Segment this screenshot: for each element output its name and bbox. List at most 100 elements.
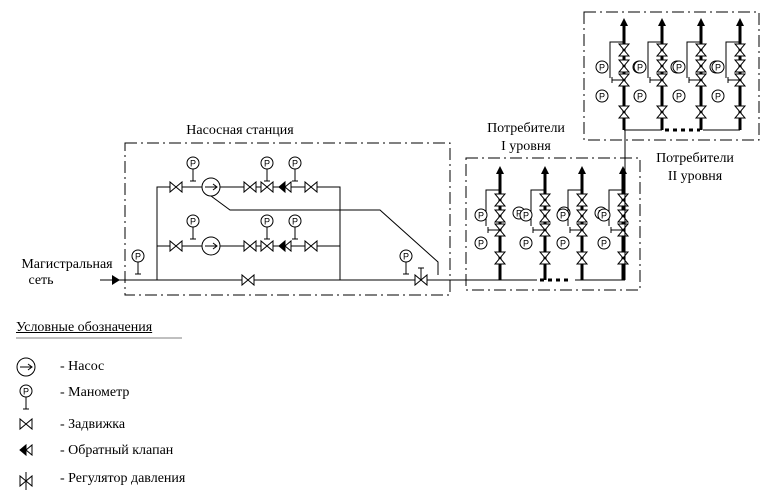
gate-valve-icon bbox=[655, 43, 669, 57]
svg-text:P: P bbox=[676, 63, 682, 73]
manometer-icon: P bbox=[260, 156, 274, 182]
pressure-regulator-icon bbox=[611, 73, 631, 87]
gate-valve-icon bbox=[241, 273, 255, 287]
svg-text:P: P bbox=[264, 159, 270, 169]
check-valve-icon bbox=[278, 180, 292, 194]
gate-valve-icon bbox=[260, 239, 274, 253]
gate-valve-icon bbox=[243, 180, 257, 194]
pressure-regulator-icon bbox=[569, 223, 589, 237]
consumers-level1-label-line2: I уровня bbox=[501, 139, 551, 154]
svg-text:P: P bbox=[715, 63, 721, 73]
consumers-level2-label-line1: Потребители bbox=[656, 151, 734, 166]
consumers-level1-label-line1: Потребители bbox=[487, 121, 565, 136]
svg-text:P: P bbox=[292, 217, 298, 227]
svg-text:P: P bbox=[715, 92, 721, 102]
check-valve-icon bbox=[19, 443, 33, 457]
manometer-icon: P bbox=[474, 236, 488, 250]
gate-valve-icon bbox=[575, 209, 589, 223]
gate-valve-icon bbox=[617, 43, 631, 57]
svg-text:P: P bbox=[478, 239, 484, 249]
flow-arrow-icon bbox=[658, 18, 666, 26]
manometer-icon: P bbox=[556, 236, 570, 250]
pipe bbox=[156, 186, 341, 280]
pump-icon bbox=[201, 177, 221, 197]
manometer-icon: P bbox=[186, 214, 200, 240]
gate-valve-icon bbox=[493, 209, 507, 223]
pressure-regulator-icon bbox=[649, 73, 669, 87]
gate-valve-icon bbox=[19, 417, 33, 431]
pump-icon bbox=[16, 357, 36, 377]
manometer-icon: P bbox=[711, 89, 725, 103]
manometer-icon: P bbox=[595, 89, 609, 103]
svg-text:P: P bbox=[190, 217, 196, 227]
gate-valve-icon bbox=[260, 180, 274, 194]
bypass-line bbox=[609, 41, 624, 78]
gate-valve-icon bbox=[616, 251, 630, 265]
gate-valve-icon bbox=[169, 239, 183, 253]
gate-valve-icon bbox=[304, 239, 318, 253]
flow-arrow-icon bbox=[541, 166, 549, 174]
svg-text:P: P bbox=[23, 387, 29, 397]
consumers-level2-boundary bbox=[583, 11, 760, 141]
svg-text:P: P bbox=[516, 209, 522, 219]
gate-valve-icon bbox=[655, 105, 669, 119]
manometer-icon: P bbox=[556, 208, 570, 222]
svg-text:P: P bbox=[190, 159, 196, 169]
gate-valve-icon bbox=[243, 239, 257, 253]
svg-text:P: P bbox=[403, 252, 409, 262]
gate-valve-icon bbox=[694, 105, 708, 119]
pump-icon bbox=[201, 236, 221, 256]
consumers-level2-label-line2: II уровня bbox=[667, 169, 723, 184]
gate-valve-icon bbox=[304, 180, 318, 194]
manometer-icon: P bbox=[519, 208, 533, 222]
pressure-regulator-icon bbox=[688, 73, 708, 87]
gate-valve-icon bbox=[694, 43, 708, 57]
manometer-icon: P bbox=[399, 249, 413, 275]
gate-valve-icon bbox=[538, 209, 552, 223]
svg-text:P: P bbox=[560, 211, 566, 221]
main-network-label-line2: сеть bbox=[28, 273, 54, 288]
gate-valve-icon bbox=[733, 59, 747, 73]
manometer-icon: P bbox=[519, 236, 533, 250]
legend-title: Условные обозначения bbox=[16, 320, 153, 335]
consumers-level1-boundary bbox=[465, 157, 641, 291]
manometer-icon: P bbox=[633, 60, 647, 74]
svg-text:P: P bbox=[637, 92, 643, 102]
manometer-icon: P bbox=[633, 89, 647, 103]
gate-valve-icon bbox=[575, 193, 589, 207]
svg-text:P: P bbox=[478, 211, 484, 221]
bypass-line bbox=[725, 41, 740, 78]
gate-valve-icon bbox=[493, 193, 507, 207]
gate-valve-icon bbox=[617, 59, 631, 73]
manometer-icon: P bbox=[672, 60, 686, 74]
gate-valve-icon bbox=[733, 43, 747, 57]
gate-valve-icon bbox=[616, 209, 630, 223]
gate-valve-icon bbox=[655, 59, 669, 73]
svg-text:P: P bbox=[599, 92, 605, 102]
manometer-icon: P bbox=[672, 89, 686, 103]
svg-text:P: P bbox=[601, 239, 607, 249]
main-network-label-line1: Магистральная bbox=[21, 257, 113, 272]
manometer-icon: P bbox=[595, 60, 609, 74]
manometer-icon: P bbox=[597, 208, 611, 222]
flow-arrow-icon bbox=[578, 166, 586, 174]
pressure-regulator-icon bbox=[532, 223, 552, 237]
manometer-icon: P bbox=[19, 384, 33, 410]
flow-arrow-icon bbox=[496, 166, 504, 174]
flow-arrow-icon bbox=[736, 18, 744, 26]
gate-valve-icon bbox=[616, 193, 630, 207]
legend-item-pump: - Насос bbox=[60, 359, 105, 374]
legend-item-gate-valve: - Задвижка bbox=[60, 417, 126, 432]
gate-valve-icon bbox=[538, 193, 552, 207]
pressure-regulator-icon bbox=[414, 267, 428, 287]
manometer-icon: P bbox=[260, 214, 274, 240]
gate-valve-icon bbox=[169, 180, 183, 194]
manometer-icon: P bbox=[474, 208, 488, 222]
pressure-regulator-icon bbox=[727, 73, 747, 87]
manometer-icon: P bbox=[186, 156, 200, 182]
control-line bbox=[210, 195, 439, 275]
bypass-line bbox=[686, 41, 701, 78]
flow-arrow-icon bbox=[620, 18, 628, 26]
gate-valve-icon bbox=[733, 105, 747, 119]
